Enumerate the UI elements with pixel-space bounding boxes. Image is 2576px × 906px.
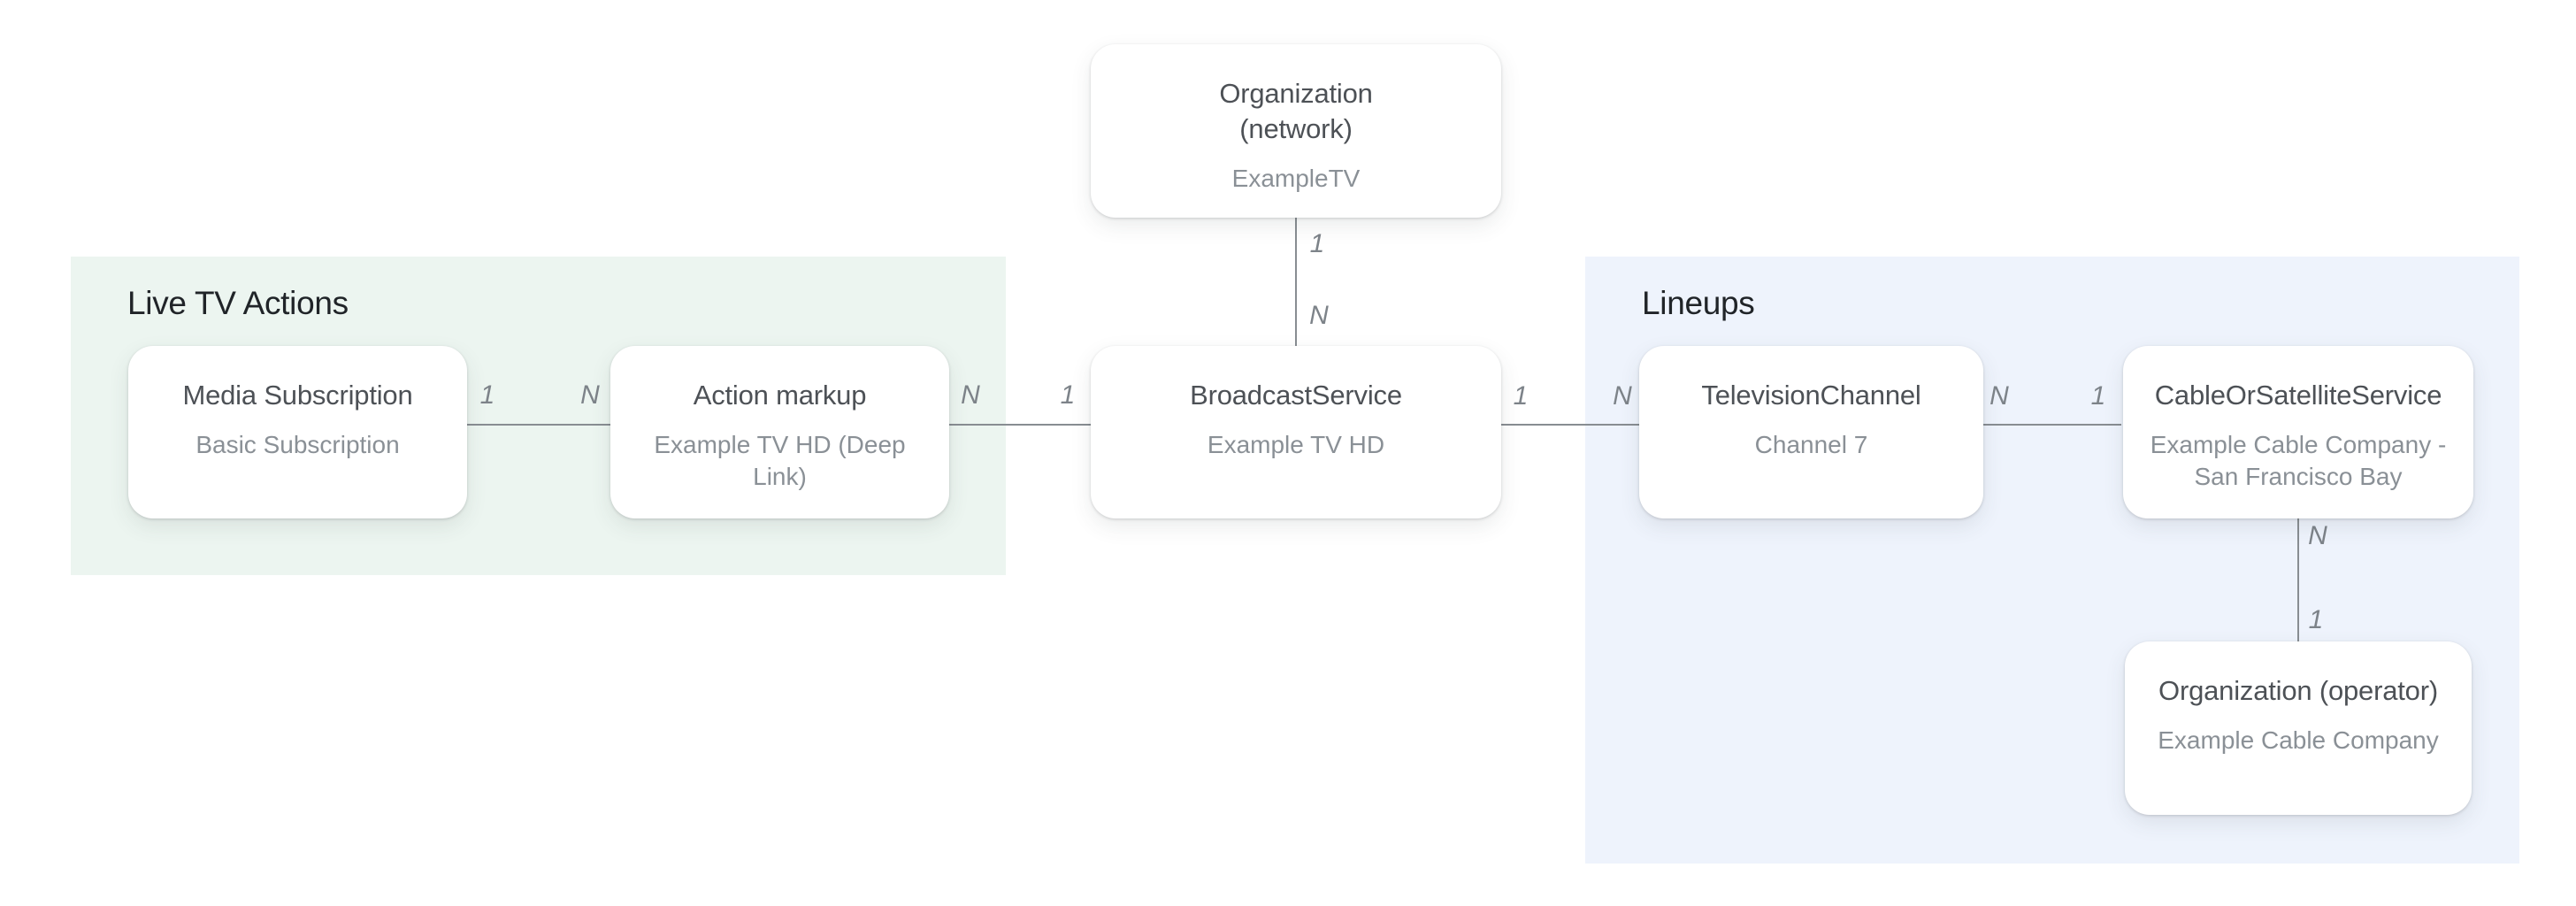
node-subtitle: Example TV HD — [1207, 431, 1385, 458]
node-subtitle: Channel 7 — [1754, 431, 1868, 458]
cardinality-label: 1 — [1060, 380, 1076, 410]
node-broadcast-service: BroadcastService Example TV HD — [1091, 346, 1501, 518]
cardinality-label: N — [580, 380, 600, 410]
cardinality-label: 1 — [1309, 229, 1325, 258]
node-subtitle: Example TV HD (Deep Link) — [654, 431, 906, 490]
node-title: Organization (operator) — [2158, 675, 2438, 706]
cardinality-label: 1 — [2090, 381, 2106, 411]
edge-organization-network-broadcast-service — [1295, 218, 1297, 346]
group-title-live-tv-actions: Live TV Actions — [127, 285, 349, 321]
cardinality-label: 1 — [479, 380, 495, 410]
node-cable-or-satellite-service: CableOrSatelliteService Example Cable Co… — [2123, 346, 2473, 518]
cardinality-label: N — [961, 380, 980, 410]
node-organization-network: Organization (network) ExampleTV — [1091, 44, 1501, 218]
node-title: CableOrSatelliteService — [2154, 380, 2442, 411]
cardinality-label: 1 — [2308, 605, 2324, 634]
node-subtitle: ExampleTV — [1231, 165, 1361, 192]
node-subtitle: Example Cable Company - San Francisco Ba… — [2150, 431, 2447, 490]
edge-broadcast-service-television-channel — [1501, 424, 1639, 426]
edge-cable-or-satellite-service-organization-operator — [2297, 518, 2299, 641]
node-action-markup: Action markup Example TV HD (Deep Link) — [610, 346, 949, 518]
cardinality-label: N — [1990, 381, 2009, 411]
cardinality-label: N — [1309, 301, 1329, 330]
node-title: Action markup — [693, 380, 867, 411]
node-title: BroadcastService — [1190, 380, 1402, 411]
node-media-subscription: Media Subscription Basic Subscription — [128, 346, 467, 518]
node-television-channel: TelevisionChannel Channel 7 — [1639, 346, 1983, 518]
node-title: Media Subscription — [182, 380, 413, 411]
cardinality-label: N — [1613, 381, 1632, 411]
node-organization-operator: Organization (operator) Example Cable Co… — [2125, 641, 2472, 815]
cardinality-label: 1 — [1513, 381, 1529, 411]
node-title: Organization (network) — [1219, 78, 1373, 144]
edge-media-subscription-action-markup — [467, 424, 610, 426]
edge-television-channel-cable-or-satellite-service — [1983, 424, 2121, 426]
node-subtitle: Example Cable Company — [2158, 726, 2439, 754]
node-subtitle: Basic Subscription — [196, 431, 400, 458]
cardinality-label: N — [2308, 521, 2327, 550]
group-title-lineups: Lineups — [1642, 285, 1755, 321]
edge-action-markup-broadcast-service — [949, 424, 1091, 426]
node-title: TelevisionChannel — [1701, 380, 1921, 411]
